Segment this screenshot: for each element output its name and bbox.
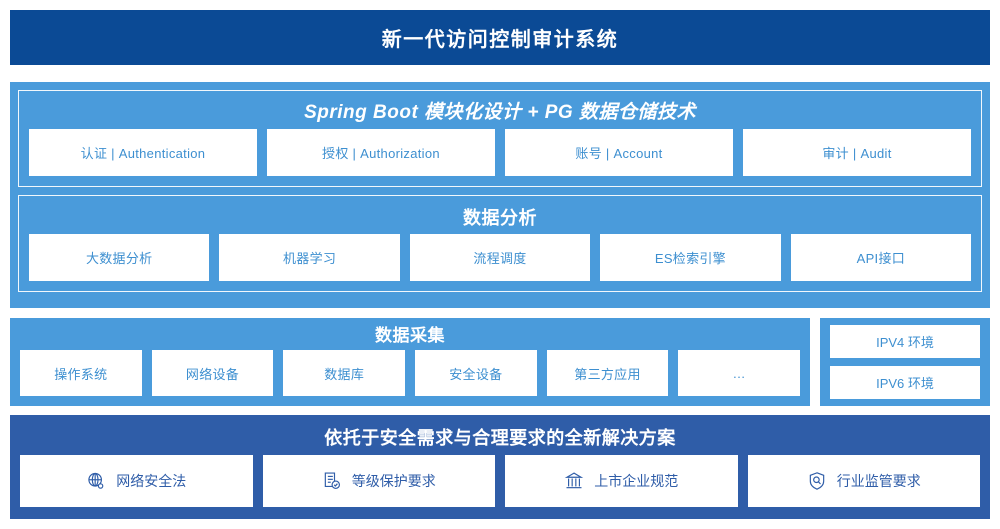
- card-label: API接口: [856, 251, 906, 266]
- card-label: 审计 | Audit: [822, 146, 892, 161]
- card-process-scheduling[interactable]: 流程调度: [409, 234, 591, 281]
- page-header-banner: 新一代访问控制审计系统: [10, 10, 990, 65]
- card-label: 流程调度: [473, 251, 527, 266]
- document-check-icon: [322, 471, 342, 491]
- card-listed-enterprise-standard[interactable]: 上市企业规范: [505, 455, 738, 507]
- platform-group-title-spring-boot: Spring Boot 模块化设计 + PG 数据仓储技术: [304, 102, 696, 123]
- card-ipv6-environment[interactable]: IPV6 环境: [830, 366, 980, 399]
- card-label: 网络设备: [185, 366, 240, 382]
- collection-title: 数据采集: [375, 326, 445, 345]
- collection-main-panel: 数据采集 操作系统 网络设备 数据库 安全设备 第三方应用 …: [10, 318, 810, 406]
- card-big-data-analysis[interactable]: 大数据分析: [29, 234, 210, 281]
- card-label: 账号 | Account: [575, 146, 663, 161]
- card-cybersecurity-law[interactable]: 网络安全法: [20, 455, 253, 507]
- platform-section: Spring Boot 模块化设计 + PG 数据仓储技术 认证 | Authe…: [10, 82, 990, 308]
- card-label: IPV6 环境: [876, 376, 934, 391]
- page-title: 新一代访问控制审计系统: [381, 29, 619, 51]
- card-machine-learning[interactable]: 机器学习: [219, 234, 400, 281]
- card-third-party-application[interactable]: 第三方应用: [546, 350, 669, 396]
- solutions-title: 依托于安全需求与合理要求的全新解决方案: [324, 428, 676, 448]
- card-label: 等级保护要求: [351, 473, 436, 489]
- card-authorization[interactable]: 授权 | Authorization: [267, 129, 495, 176]
- card-audit[interactable]: 审计 | Audit: [743, 129, 971, 176]
- card-label: 机器学习: [283, 251, 337, 266]
- environment-panel: IPV4 环境 IPV6 环境: [820, 318, 990, 406]
- card-network-device[interactable]: 网络设备: [151, 350, 274, 396]
- card-more-ellipsis[interactable]: …: [678, 350, 801, 396]
- card-industry-supervision[interactable]: 行业监管要求: [747, 455, 980, 507]
- card-es-search-engine[interactable]: ES检索引擎: [600, 234, 781, 281]
- card-label: 行业监管要求: [836, 473, 921, 489]
- solutions-card-row: 网络安全法 等级保护要求: [20, 455, 980, 507]
- card-label: 网络安全法: [116, 473, 187, 489]
- card-ipv4-environment[interactable]: IPV4 环境: [830, 325, 980, 358]
- card-label: IPV4 环境: [876, 335, 934, 350]
- platform-group-data-analysis: 数据分析 大数据分析 机器学习 流程调度 ES检索引擎 API接口: [18, 195, 982, 292]
- card-label: 安全设备: [449, 366, 503, 382]
- card-label: 操作系统: [54, 366, 108, 382]
- card-label: 数据库: [324, 366, 365, 382]
- card-account[interactable]: 账号 | Account: [505, 129, 733, 176]
- card-label: ES检索引擎: [654, 251, 726, 266]
- collection-card-row: 操作系统 网络设备 数据库 安全设备 第三方应用 …: [20, 350, 801, 396]
- card-authentication[interactable]: 认证 | Authentication: [29, 129, 257, 176]
- platform-group-title-data-analysis: 数据分析: [463, 208, 537, 228]
- shield-search-icon: [807, 471, 827, 491]
- card-label: …: [732, 365, 746, 381]
- card-operating-system[interactable]: 操作系统: [20, 350, 142, 396]
- card-api-interface[interactable]: API接口: [790, 234, 972, 281]
- solutions-section: 依托于安全需求与合理要求的全新解决方案 网络安全法: [10, 415, 990, 519]
- globe-icon: [86, 471, 106, 491]
- platform-card-row-spring-boot: 认证 | Authentication 授权 | Authorization 账…: [29, 129, 971, 176]
- platform-card-row-data-analysis: 大数据分析 机器学习 流程调度 ES检索引擎 API接口: [29, 234, 972, 281]
- card-database[interactable]: 数据库: [283, 350, 406, 396]
- card-security-device[interactable]: 安全设备: [415, 350, 537, 396]
- card-label: 第三方应用: [574, 366, 641, 382]
- collection-section: 数据采集 操作系统 网络设备 数据库 安全设备 第三方应用 …: [10, 318, 990, 406]
- card-label: 认证 | Authentication: [80, 146, 206, 161]
- platform-group-spring-boot: Spring Boot 模块化设计 + PG 数据仓储技术 认证 | Authe…: [18, 90, 982, 187]
- card-label: 授权 | Authorization: [322, 146, 440, 161]
- card-label: 大数据分析: [85, 251, 153, 266]
- bank-icon: [564, 471, 584, 491]
- card-label: 上市企业规范: [594, 473, 679, 489]
- card-classified-protection[interactable]: 等级保护要求: [262, 455, 495, 507]
